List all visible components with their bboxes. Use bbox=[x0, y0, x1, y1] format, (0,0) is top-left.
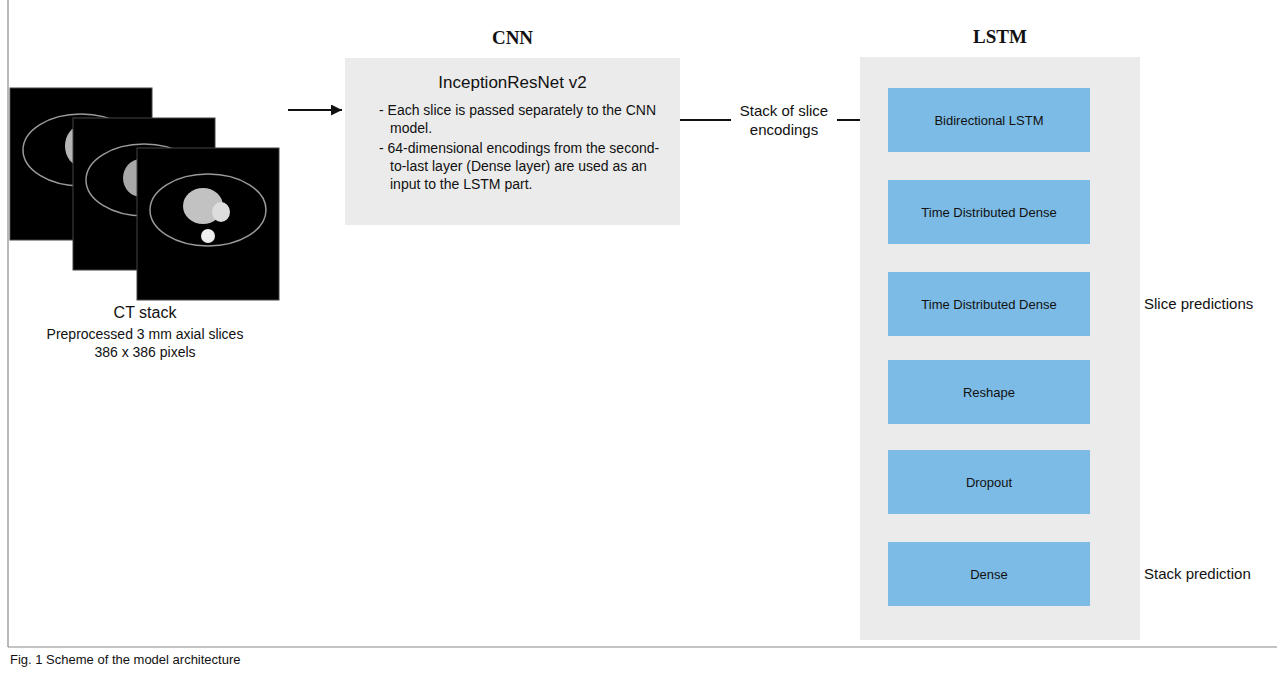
section-heading: LSTM bbox=[860, 26, 1140, 48]
flow-arrow bbox=[288, 109, 342, 111]
input-label: CT stack bbox=[20, 304, 270, 322]
model-name: InceptionResNet v2 bbox=[365, 72, 660, 93]
bullet-note: - 64-dimensional encodings from the seco… bbox=[379, 139, 660, 193]
figure-caption: Fig. 1 Scheme of the model architecture bbox=[10, 652, 241, 667]
bullet-note: - Each slice is passed separately to the… bbox=[379, 101, 660, 137]
cnn-box: CNNInceptionResNet v2- Each slice is pas… bbox=[345, 58, 680, 225]
output-label: Slice predictions bbox=[1144, 295, 1282, 312]
layer-name: Time Distributed Dense bbox=[921, 297, 1056, 312]
layer-name: Bidirectional LSTM bbox=[934, 113, 1043, 128]
layer-box: Time Distributed Dense bbox=[888, 272, 1090, 336]
layer-box: Dropout bbox=[888, 450, 1090, 514]
output-label: Stack prediction bbox=[1144, 565, 1282, 582]
lstm-panel: LSTMBidirectional LSTMTime Distributed D… bbox=[860, 57, 1140, 640]
edge-label: Stack of slice encodings bbox=[731, 99, 837, 141]
layer-name: Dense bbox=[970, 567, 1008, 582]
input-label: 386 x 386 pixels bbox=[20, 344, 270, 360]
frame-line bbox=[8, 646, 1277, 647]
ct-slice-image bbox=[137, 148, 279, 300]
layer-name: Time Distributed Dense bbox=[921, 205, 1056, 220]
frame-line bbox=[7, 0, 8, 647]
layer-box: Reshape bbox=[888, 360, 1090, 424]
layer-box: Dense bbox=[888, 542, 1090, 606]
layer-box: Time Distributed Dense bbox=[888, 180, 1090, 244]
input-label: Preprocessed 3 mm axial slices bbox=[20, 326, 270, 342]
layer-box: Bidirectional LSTM bbox=[888, 88, 1090, 152]
layer-name: Dropout bbox=[966, 475, 1012, 490]
layer-name: Reshape bbox=[963, 385, 1015, 400]
section-heading: CNN bbox=[345, 27, 680, 49]
